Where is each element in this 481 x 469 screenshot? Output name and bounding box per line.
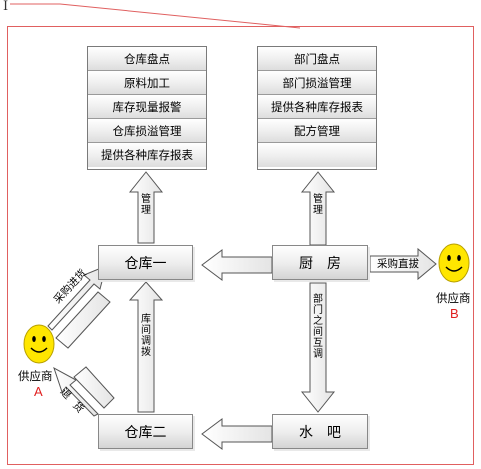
dept-transfer-label: 部门之间互调 bbox=[313, 294, 323, 360]
bar-to-warehouse2-arrow bbox=[201, 418, 273, 450]
frame-tab-line bbox=[10, 3, 301, 29]
manage-left-arrow bbox=[128, 171, 164, 244]
direct-purchase-arrow bbox=[369, 247, 437, 281]
manage-left-label: 管理 bbox=[141, 194, 151, 216]
diagram-frame bbox=[7, 26, 474, 465]
bar-node: 水 吧 bbox=[272, 414, 368, 449]
warehouse-one-node: 仓库一 bbox=[98, 245, 193, 280]
warehouse-two-node: 仓库二 bbox=[98, 414, 193, 449]
warehouse-transfer-label: 库间调拨 bbox=[141, 314, 151, 358]
warehouse-transfer-arrow bbox=[128, 281, 164, 413]
list-item: 部门损溢管理 bbox=[258, 71, 376, 95]
supplier-b-letter: B bbox=[450, 306, 459, 321]
list-item bbox=[258, 143, 376, 167]
list-item: 提供各种库存报表 bbox=[88, 143, 206, 167]
smiley-face-icon bbox=[23, 324, 55, 364]
smiley-face-icon bbox=[438, 243, 470, 283]
supplier-a-letter: A bbox=[34, 384, 43, 399]
manage-right-label: 管理 bbox=[313, 194, 323, 216]
list-item: 仓库损溢管理 bbox=[88, 119, 206, 143]
supplier-a-label: 供应商 bbox=[18, 369, 53, 383]
direct-purchase-label: 采购直拔 bbox=[377, 258, 419, 270]
list-item: 配方管理 bbox=[258, 119, 376, 143]
department-functions-panel: 部门盘点 部门损溢管理 提供各种库存报表 配方管理 bbox=[257, 46, 377, 170]
warehouse-functions-panel: 仓库盘点 原料加工 库存现量报警 仓库损溢管理 提供各种库存报表 bbox=[87, 46, 207, 170]
list-item: 原料加工 bbox=[88, 71, 206, 95]
dept-transfer-arrow bbox=[300, 282, 336, 413]
list-item: 库存现量报警 bbox=[88, 95, 206, 119]
kitchen-to-warehouse1-arrow bbox=[201, 249, 273, 281]
manage-right-arrow bbox=[300, 171, 336, 246]
list-item: 提供各种库存报表 bbox=[258, 95, 376, 119]
return-goods-arrow-body bbox=[73, 366, 115, 409]
kitchen-node: 厨 房 bbox=[272, 245, 368, 280]
return-goods-arrow bbox=[53, 366, 99, 417]
purchase-in-arrow-body bbox=[55, 291, 111, 349]
list-item: 部门盘点 bbox=[258, 47, 376, 71]
list-item: 仓库盘点 bbox=[88, 47, 206, 71]
text-cursor-icon: I bbox=[3, 0, 9, 14]
supplier-b-label: 供应商 bbox=[436, 291, 471, 305]
